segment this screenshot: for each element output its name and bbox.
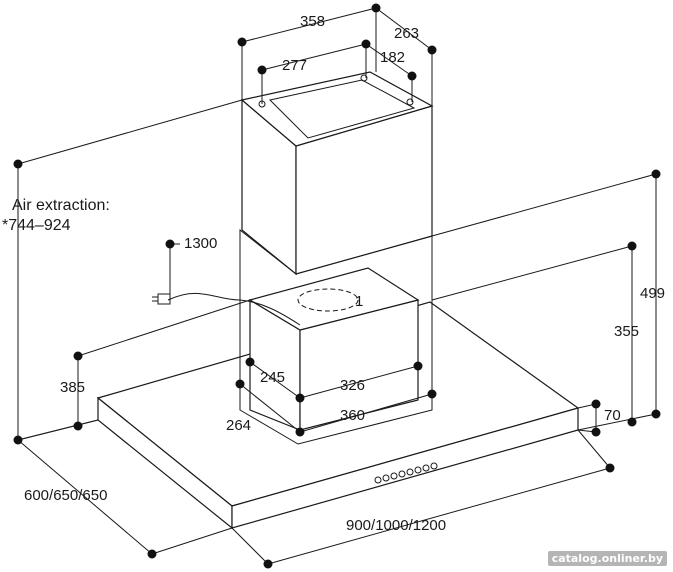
- dim-canopy-depth: 600/650/650: [24, 487, 107, 504]
- mount-hole-top: [360, 74, 368, 82]
- dim-box-inner-depth: 245: [260, 369, 285, 386]
- dim-canopy-thickness: 70: [604, 407, 621, 424]
- dim-box-depth: 264: [226, 417, 251, 434]
- control-buttons: [374, 462, 438, 484]
- dim-chimney-depth: 263: [394, 25, 419, 42]
- dim-canopy-width: 900/1000/1200: [346, 517, 446, 534]
- mount-hole-right: [406, 98, 414, 106]
- dim-total-height: 499: [640, 285, 665, 302]
- upper-chimney-opening: [268, 79, 416, 139]
- motor-outline: [297, 288, 359, 312]
- air-extraction-title: Air extraction:: [12, 197, 110, 214]
- dim-box-width-outer: 360: [340, 407, 365, 424]
- plug-icon: [152, 293, 171, 305]
- air-extraction-range: *744–924: [2, 217, 71, 234]
- dim-box-width-inner: 326: [340, 377, 365, 394]
- dim-chimney-width: 358: [300, 13, 325, 30]
- motor-label: 1: [355, 293, 363, 310]
- watermark: catalog.onliner.by: [547, 551, 667, 566]
- dim-cable-length: 1300: [184, 235, 217, 252]
- dim-chimney-to-canopy: 355: [614, 323, 639, 340]
- dimension-dots: [13, 3, 661, 569]
- dim-inner-width: 277: [282, 57, 307, 74]
- dim-left-height: 385: [60, 379, 85, 396]
- dimension-lines: [17, 7, 657, 565]
- power-cable: [167, 292, 301, 326]
- lower-chimney-top: [248, 267, 420, 331]
- dim-inner-depth: 182: [380, 49, 405, 66]
